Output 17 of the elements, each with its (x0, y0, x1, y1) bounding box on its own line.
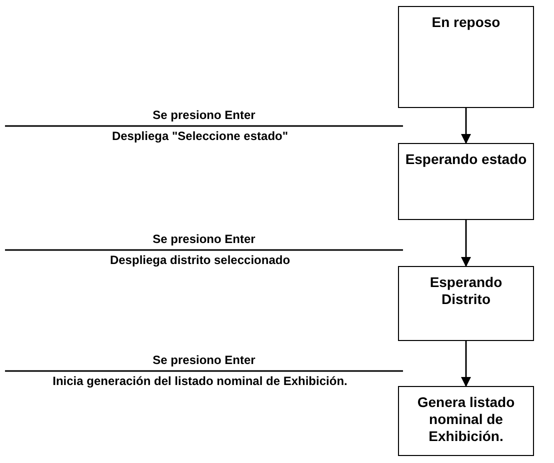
action-label: Inicia generación del listado nominal de Exhibición. (52, 374, 348, 388)
event-label: Se presiono Enter (152, 232, 256, 246)
state-label: En reposo (432, 14, 500, 31)
arrow (461, 220, 471, 267)
state-box (398, 386, 534, 456)
state-label: Genera listado nominal de Exhibición. (416, 394, 516, 445)
state-box (398, 266, 534, 341)
state-box (398, 6, 534, 108)
event-label: Se presiono Enter (152, 108, 256, 122)
arrow (461, 341, 471, 387)
state-label: Esperando estado (405, 151, 527, 168)
action-label: Despliega "Seleccione estado" (112, 129, 288, 143)
action-label: Despliega distrito seleccionado (110, 253, 290, 267)
event-label: Se presiono Enter (152, 353, 256, 367)
arrow (461, 108, 471, 144)
state-label: Esperando Distrito (428, 274, 504, 308)
state-box (398, 143, 534, 220)
